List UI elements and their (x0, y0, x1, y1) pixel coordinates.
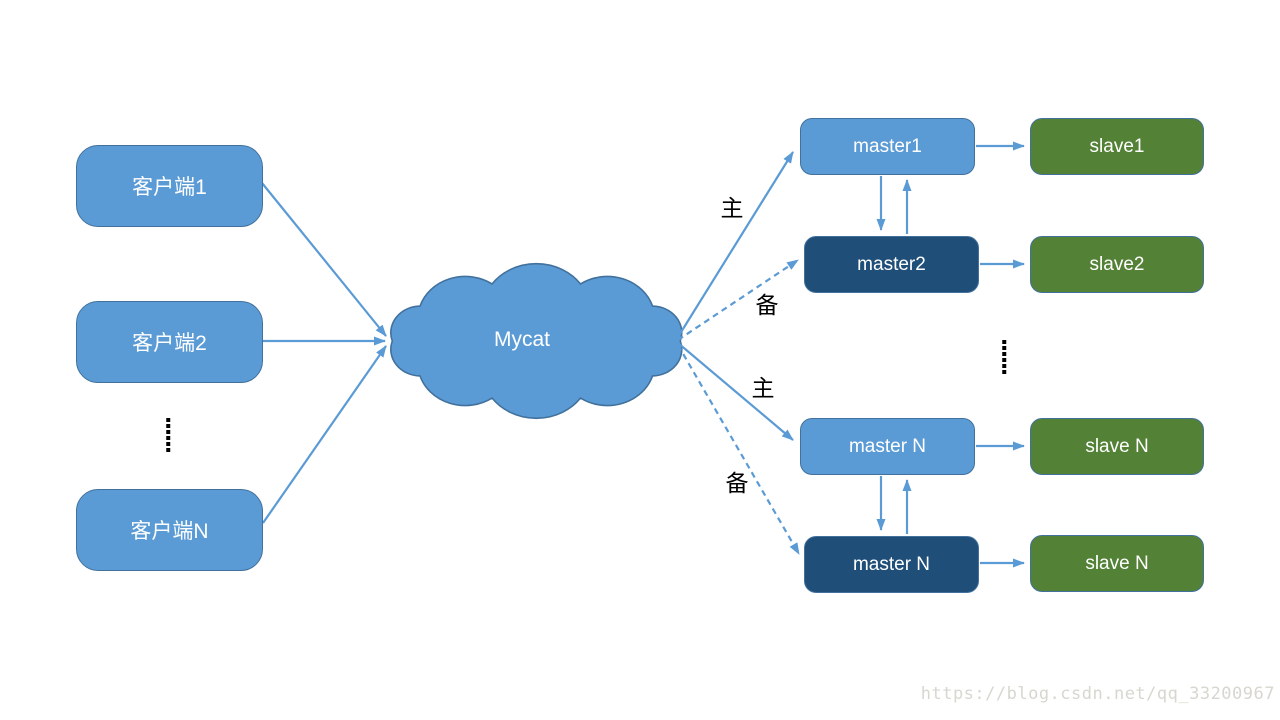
mycat-label: Mycat (493, 328, 551, 351)
master1-label: master1 (853, 135, 922, 157)
csdn-watermark: https://blog.csdn.net/qq_33200967 (920, 684, 1275, 704)
edge-label-primary-2: 主 (751, 376, 775, 402)
slave2-box: slave2 (1030, 236, 1204, 293)
slaveN-bottom-label: slave N (1085, 552, 1149, 574)
client-box-1: 客户端1 (76, 145, 263, 227)
edge-mycat-masterN-primary (677, 342, 794, 441)
client-label-2: 客户端2 (132, 332, 207, 355)
client-label-n: 客户端N (130, 520, 209, 543)
client-label-1: 客户端1 (132, 176, 207, 199)
vertical-ellipsis-left (166, 418, 170, 452)
masterN-bottom-label: master N (852, 553, 931, 575)
slave1-label: slave1 (1089, 135, 1145, 157)
edge-mycat-masterN-backup (677, 344, 800, 555)
slaveN-top-box: slave N (1030, 418, 1204, 475)
edge-label-primary-1: 主 (720, 196, 744, 222)
slaveN-top-label: slave N (1085, 435, 1149, 457)
edge-label-backup-2: 备 (725, 471, 749, 497)
slave1-box: slave1 (1030, 118, 1204, 175)
slaveN-bottom-box: slave N (1030, 535, 1204, 592)
masterN-bottom-box: master N (804, 536, 979, 593)
master1-box: master1 (800, 118, 975, 175)
client-box-n: 客户端N (76, 489, 263, 571)
vertical-ellipsis-right (1002, 340, 1006, 374)
edge-clientN-mycat (262, 345, 387, 524)
client-box-2: 客户端2 (76, 301, 263, 383)
slave2-label: slave2 (1089, 253, 1145, 275)
master2-label: master2 (857, 253, 926, 275)
edge-client1-mycat (261, 182, 387, 337)
edge-label-backup-1: 备 (755, 293, 779, 319)
edge-mycat-master2-backup (677, 259, 799, 341)
master2-box: master2 (804, 236, 979, 293)
masterN-top-label: master N (848, 435, 927, 457)
masterN-top-box: master N (800, 418, 975, 475)
mycat-cloud-shape (391, 264, 682, 419)
edge-mycat-master1-primary (677, 151, 794, 338)
